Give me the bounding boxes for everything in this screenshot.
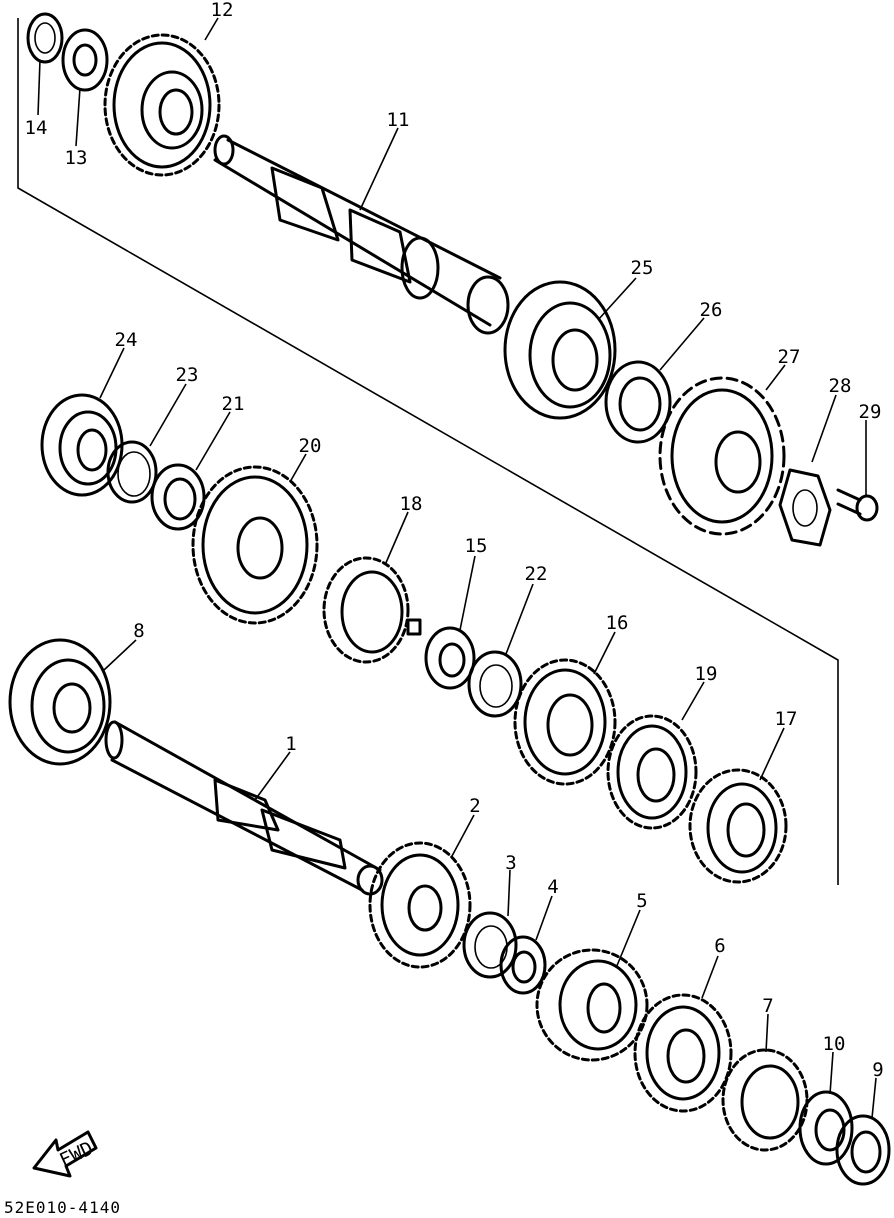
part-21-washer: [150, 463, 206, 531]
callout-18: 18: [400, 493, 423, 515]
part-code: 52E010-4140: [4, 1198, 121, 1217]
part-2-gear: [368, 841, 472, 969]
callout-22: 22: [525, 563, 548, 585]
callout-6: 6: [714, 935, 725, 957]
callout-5: 5: [636, 890, 647, 912]
part-25-bearing: [503, 280, 617, 420]
part-10-bearing: [798, 1090, 854, 1166]
part-22-circlip: [467, 650, 523, 718]
callout-17: 17: [775, 708, 798, 730]
part-23-circlip: [106, 440, 158, 504]
fwd-label: FWD: [56, 1137, 96, 1171]
part-1-shaft: [104, 720, 384, 896]
part-18-gear: [322, 556, 422, 664]
callout-4: 4: [547, 876, 558, 898]
part-16-gear: [513, 658, 617, 786]
callout-2: 2: [469, 795, 480, 817]
callout-26: 26: [700, 299, 723, 321]
callout-12: 12: [211, 0, 234, 21]
callout-9: 9: [872, 1059, 883, 1081]
part-29-bolt: [836, 488, 879, 522]
callout-16: 16: [606, 612, 629, 634]
part-17-gear: [688, 768, 788, 884]
callout-24: 24: [115, 329, 138, 351]
part-28-lock-washer: [778, 468, 832, 547]
part-8-bearing: [8, 638, 112, 766]
callout-19: 19: [695, 663, 718, 685]
callout-20: 20: [299, 435, 322, 457]
part-5-gear: [535, 948, 649, 1062]
callout-13: 13: [65, 147, 88, 169]
callout-8: 8: [133, 620, 144, 642]
callout-14: 14: [25, 117, 48, 139]
callout-29: 29: [859, 401, 882, 423]
callout-10: 10: [823, 1033, 846, 1055]
callout-7: 7: [762, 995, 773, 1017]
part-27-sprocket: [658, 376, 786, 536]
part-11-shaft: [213, 134, 510, 335]
part-12-gear: [103, 33, 221, 177]
part-4-washer: [499, 935, 547, 995]
callout-3: 3: [505, 852, 516, 874]
callout-11: 11: [387, 109, 410, 131]
part-9-oil-seal: [835, 1114, 891, 1186]
callout-28: 28: [829, 375, 852, 397]
callout-15: 15: [465, 535, 488, 557]
part-13-washer: [61, 28, 109, 92]
callout-21: 21: [222, 393, 245, 415]
part-19-gear: [606, 714, 698, 830]
part-26-oil-seal: [604, 360, 672, 444]
leader-lines: [37, 17, 877, 1119]
part-7-gear: [721, 1048, 809, 1152]
part-20-gear: [191, 465, 319, 625]
part-15-washer: [424, 626, 476, 690]
callout-23: 23: [176, 364, 199, 386]
part-14-circlip: [26, 12, 64, 64]
callout-25: 25: [631, 257, 654, 279]
callout-1: 1: [285, 733, 296, 755]
assembly-bracket: [17, 18, 839, 885]
fwd-arrow-icon: FWD: [32, 1130, 98, 1178]
part-6-gear: [633, 993, 733, 1113]
callout-27: 27: [778, 346, 801, 368]
